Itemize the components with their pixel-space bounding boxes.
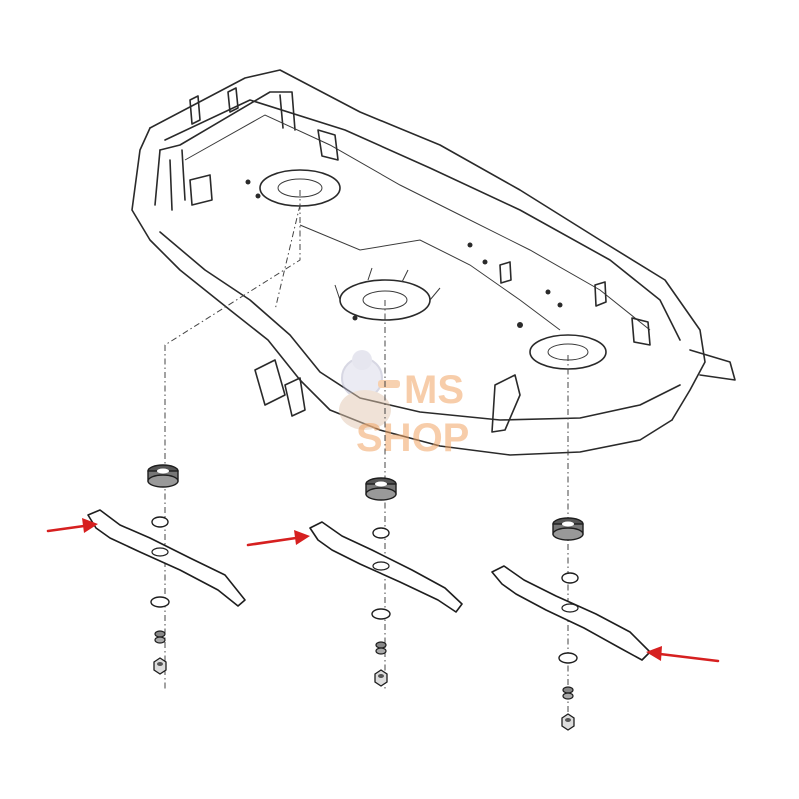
washer: [372, 527, 390, 539]
red-arrow-middle: [246, 530, 310, 547]
red-arrow-right: [646, 646, 720, 663]
bearing: [147, 464, 179, 488]
washer: [561, 572, 579, 584]
nut: [153, 657, 167, 675]
nut: [561, 713, 575, 731]
lock-washer: [562, 686, 574, 700]
left-hardware-stack: [87, 464, 246, 675]
mower-deck: [131, 69, 736, 456]
assembly-centerlines: [164, 190, 569, 730]
watermark-text-shop: SHOP: [356, 416, 469, 460]
shop-watermark: MS SHOP: [339, 350, 469, 460]
watermark-text-ms: MS: [404, 368, 464, 412]
red-arrow-left: [46, 518, 98, 533]
nut: [374, 669, 388, 687]
bearing: [552, 517, 584, 541]
middle-hardware-stack: [309, 477, 463, 687]
bearing: [365, 477, 397, 501]
right-hardware-stack: [491, 517, 651, 731]
washer: [151, 516, 169, 528]
washer: [371, 608, 391, 620]
washer: [150, 596, 170, 608]
washer: [558, 652, 578, 664]
mascot-logo: [339, 350, 400, 430]
mower-blade: [491, 565, 651, 661]
lock-washer: [154, 630, 166, 644]
lock-washer: [375, 641, 387, 655]
mower-blade: [87, 509, 246, 607]
